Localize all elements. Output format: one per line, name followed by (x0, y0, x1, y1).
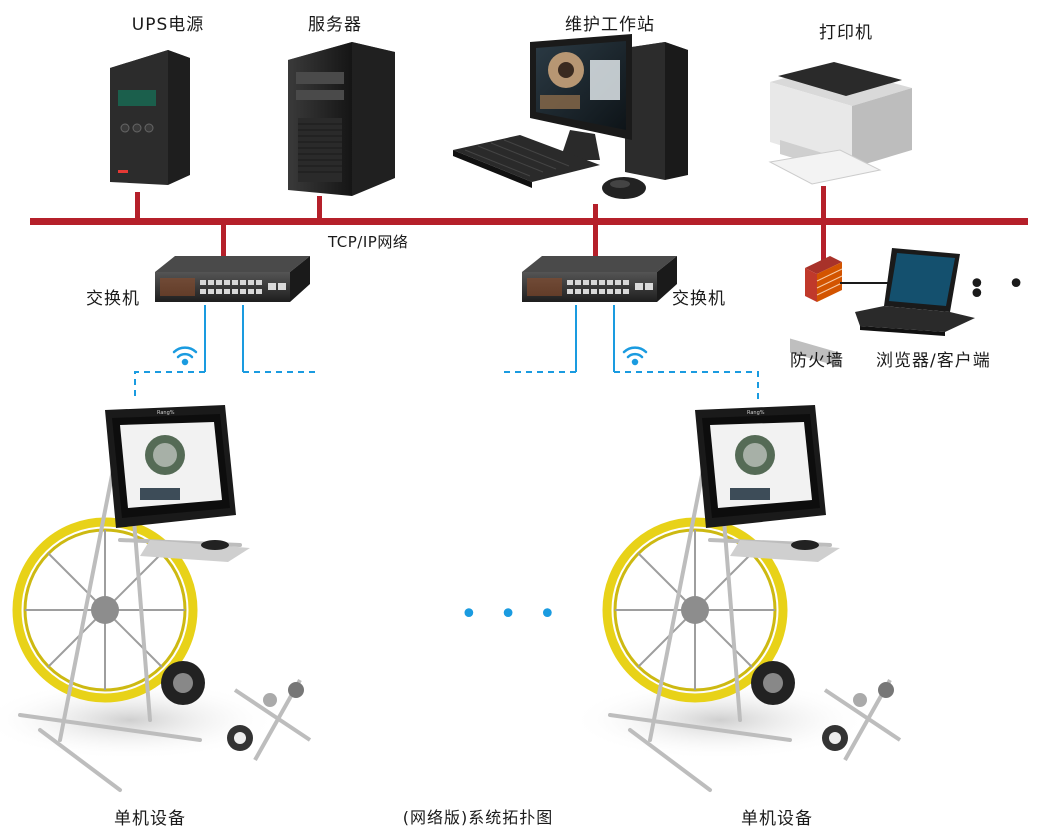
label-server: 服务器 (308, 15, 362, 35)
access-links (134, 305, 759, 400)
label-ups: UPS电源 (131, 15, 205, 35)
switch-icon (522, 256, 677, 302)
network-bus (30, 186, 1028, 262)
label-device-left: 单机设备 (114, 809, 186, 829)
crawler-camera-icon (822, 679, 902, 761)
ups-icon (110, 50, 190, 185)
inspection-reel-icon: Rang% (570, 405, 902, 792)
label-workstation: 维护工作站 (565, 15, 655, 35)
label-device-right: 单机设备 (741, 809, 813, 829)
firewall-icon (805, 256, 843, 302)
label-switch-left: 交换机 (86, 289, 140, 309)
switch-icon (155, 256, 310, 302)
device-brand: Rang% (747, 410, 765, 416)
label-switch-right: 交换机 (672, 289, 726, 309)
laptop-icon (855, 248, 975, 336)
label-browser-client: 浏览器/客户端 (876, 351, 991, 371)
wifi-icon (172, 346, 198, 366)
label-printer: 打印机 (819, 23, 873, 43)
crawler-camera-icon (227, 679, 312, 761)
more-clients-ellipsis: • • • (968, 267, 1031, 312)
label-firewall: 防火墙 (790, 351, 844, 371)
workstation-icon (453, 34, 688, 199)
server-icon (288, 42, 395, 196)
label-network: TCP/IP网络 (328, 233, 409, 251)
more-devices-ellipsis: • • • (460, 597, 563, 632)
inspection-reel-icon: Rang% (0, 405, 312, 792)
printer-icon (768, 62, 912, 367)
device-brand: Rang% (157, 410, 175, 416)
wifi-icon (622, 346, 648, 366)
diagram-caption: (网络版)系统拓扑图 (402, 808, 554, 827)
